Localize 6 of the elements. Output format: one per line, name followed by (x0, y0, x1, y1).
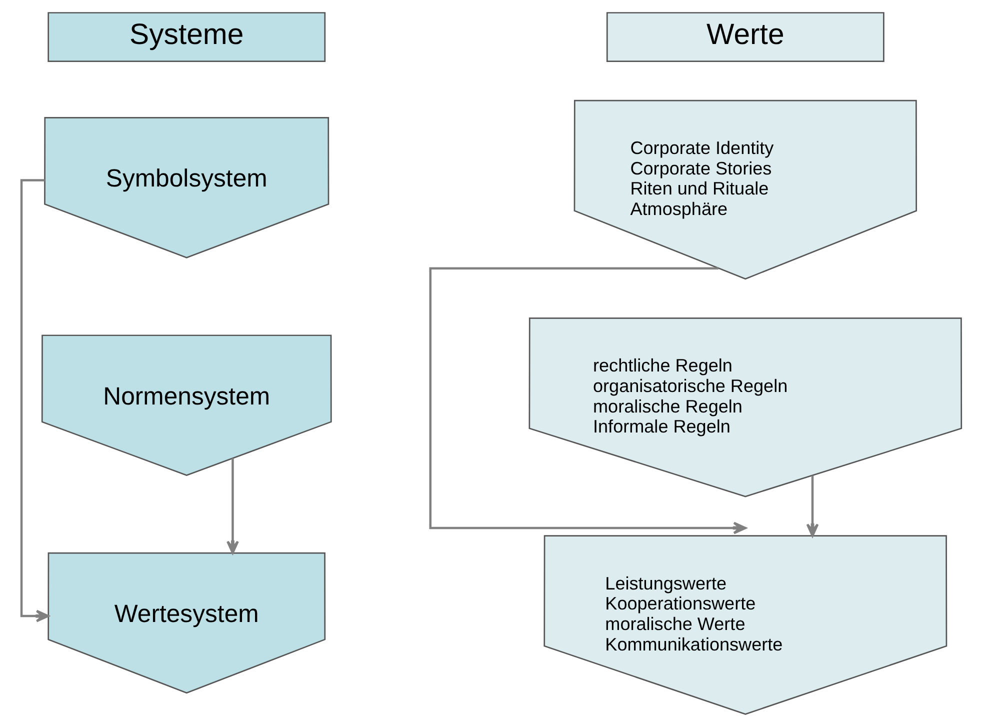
arrow (428, 267, 746, 534)
node-box: Werte (606, 12, 884, 62)
node-box: Systeme (47, 12, 326, 62)
arrow (226, 458, 238, 554)
arrow (806, 476, 818, 537)
arrow (20, 179, 49, 622)
